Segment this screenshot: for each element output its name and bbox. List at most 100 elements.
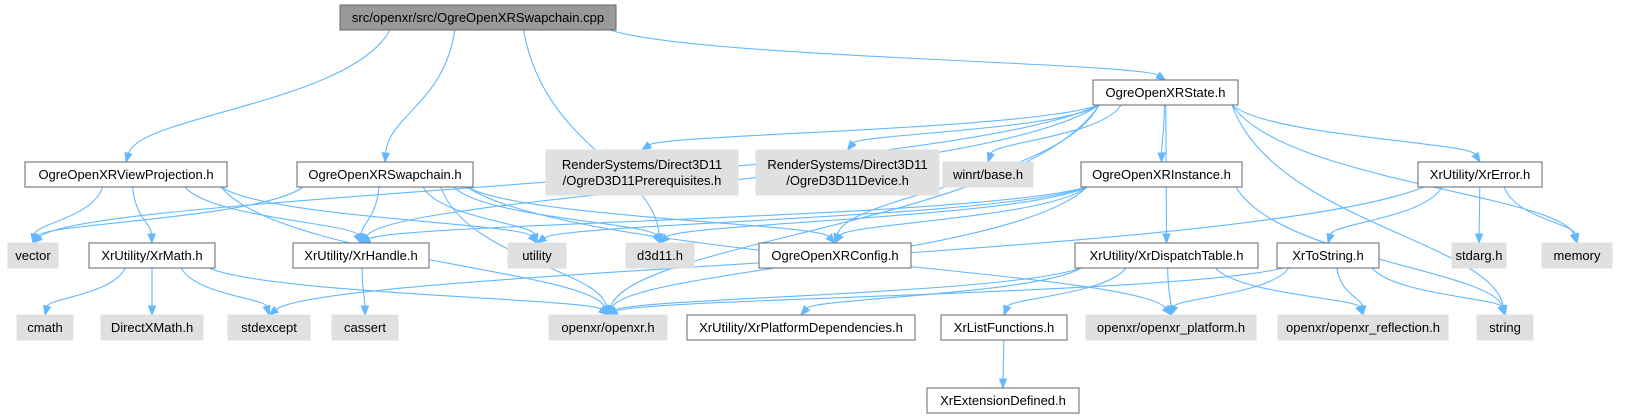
node-label: vector	[15, 248, 51, 263]
node-label: openxr/openxr_reflection.h	[1286, 320, 1440, 335]
edge-instance-to-config	[834, 186, 1088, 245]
node-instance[interactable]: OgreOpenXRInstance.h	[1080, 161, 1243, 188]
node-label: memory	[1554, 248, 1601, 263]
edge-root-to-swapchain	[381, 29, 456, 164]
edge-tostring-to-reflection	[1336, 267, 1367, 317]
node-openxr: openxr/openxr.h	[548, 314, 668, 341]
node-label: OgreOpenXRConfig.h	[771, 248, 898, 263]
node-label: DirectXMath.h	[111, 320, 193, 335]
edge-dispatch-to-platformdeps	[800, 267, 1082, 317]
edge-xrerror-to-tostring	[1326, 186, 1443, 245]
edge-instance-to-utility	[535, 186, 1088, 244]
node-cassert: cassert	[331, 314, 399, 341]
node-d3d11: d3d11.h	[625, 242, 695, 269]
node-viewproj[interactable]: OgreOpenXRViewProjection.h	[24, 161, 228, 188]
node-dispatch[interactable]: XrUtility/XrDispatchTable.h	[1074, 242, 1259, 269]
edge-root-to-state	[609, 29, 1167, 81]
node-label: cassert	[344, 320, 386, 335]
node-cmath: cmath	[16, 314, 74, 341]
node-label: d3d11.h	[637, 248, 683, 263]
edge-instance-to-d3d11	[658, 186, 1088, 244]
edge-swapchain-to-vector	[32, 186, 304, 245]
node-reflection: openxr/openxr_reflection.h	[1277, 314, 1449, 341]
node-d3d11device: RenderSystems/Direct3D11/OgreD3D11Device…	[755, 149, 940, 196]
node-platformdeps[interactable]: XrUtility/XrPlatformDependencies.h	[686, 314, 916, 341]
node-label: cmath	[27, 320, 62, 335]
node-label: XrUtility/XrDispatchTable.h	[1090, 248, 1244, 263]
node-label: XrListFunctions.h	[954, 320, 1054, 335]
edge-swapchain-to-xrhandle	[357, 186, 380, 245]
node-xrhandle[interactable]: XrUtility/XrHandle.h	[292, 242, 430, 269]
node-layer: src/openxr/src/OgreOpenXRSwapchain.cppOg…	[7, 4, 1613, 414]
edge-xrerror-to-stdarg	[1474, 186, 1484, 245]
node-label: OgreOpenXRInstance.h	[1092, 167, 1231, 182]
node-label: winrt/base.h	[952, 167, 1023, 182]
edge-state-to-d3d11device	[846, 104, 1100, 152]
node-utility: utility	[507, 242, 567, 269]
node-stdarg: stdarg.h	[1451, 242, 1507, 269]
edge-dispatch-to-listfunctions	[1003, 267, 1127, 317]
node-stdexcept: stdexcept	[227, 314, 311, 341]
node-label: XrUtility/XrMath.h	[101, 248, 202, 263]
edge-instance-to-xrhandle	[359, 186, 1088, 244]
node-config[interactable]: OgreOpenXRConfig.h	[758, 242, 912, 269]
node-label: OgreOpenXRViewProjection.h	[38, 167, 213, 182]
node-label: XrUtility/XrHandle.h	[304, 248, 417, 263]
node-state[interactable]: OgreOpenXRState.h	[1092, 79, 1239, 106]
node-memory: memory	[1541, 242, 1613, 269]
node-label: openxr/openxr.h	[561, 320, 654, 335]
node-listfunctions[interactable]: XrListFunctions.h	[940, 314, 1068, 341]
edge-xrhandle-to-cassert	[360, 267, 370, 317]
node-label: XrExtensionDefined.h	[940, 393, 1066, 408]
node-tostring[interactable]: XrToString.h	[1276, 242, 1380, 269]
edge-state-to-winrt	[986, 104, 1122, 164]
node-platform: openxr/openxr_platform.h	[1085, 314, 1257, 341]
node-root: src/openxr/src/OgreOpenXRSwapchain.cpp	[339, 4, 617, 31]
node-label: stdarg.h	[1456, 248, 1503, 263]
node-d3d11prereq: RenderSystems/Direct3D11/OgreD3D11Prereq…	[545, 149, 739, 196]
node-label: RenderSystems/Direct3D11	[767, 157, 927, 172]
node-label: src/openxr/src/OgreOpenXRSwapchain.cpp	[352, 10, 604, 25]
edge-viewproj-to-xrhandle	[184, 186, 362, 245]
edge-root-to-viewproj	[124, 29, 391, 164]
node-label: OgreOpenXRState.h	[1106, 85, 1226, 100]
node-directxmath: DirectXMath.h	[100, 314, 204, 341]
node-label: XrToString.h	[1292, 248, 1364, 263]
node-extdefined[interactable]: XrExtensionDefined.h	[926, 387, 1080, 414]
node-xrmath[interactable]: XrUtility/XrMath.h	[88, 242, 216, 269]
edge-state-to-instance	[1157, 104, 1166, 164]
node-string: string	[1476, 314, 1534, 341]
edge-tostring-to-openxr	[606, 267, 1284, 316]
node-label: RenderSystems/Direct3D11	[562, 157, 722, 172]
node-label: stdexcept	[241, 320, 297, 335]
edge-state-to-xrerror	[1231, 104, 1481, 164]
edge-root-to-d3d11	[522, 29, 664, 245]
edge-listfunctions-to-extdefined	[998, 339, 1008, 390]
node-xrerror[interactable]: XrUtility/XrError.h	[1417, 161, 1543, 188]
edge-tostring-to-string	[1371, 267, 1506, 317]
edge-swapchain-to-d3d11	[453, 186, 661, 245]
edge-tostring-to-platform	[1170, 267, 1290, 317]
node-label: /OgreD3D11Prerequisites.h	[563, 173, 722, 188]
edge-xrmath-to-openxr	[208, 267, 610, 316]
node-label: openxr/openxr_platform.h	[1097, 320, 1245, 335]
edge-swapchain-to-config	[466, 186, 836, 245]
node-label: XrUtility/XrError.h	[1430, 167, 1530, 182]
node-vector: vector	[7, 242, 59, 269]
node-winrt: winrt/base.h	[942, 161, 1034, 188]
edge-xrmath-to-stdexcept	[180, 267, 271, 317]
node-label: OgreOpenXRSwapchain.h	[308, 167, 461, 182]
edge-swapchain-to-utility	[422, 186, 539, 245]
edge-xrmath-to-cmath	[43, 267, 126, 317]
node-label: string	[1489, 320, 1521, 335]
node-label: XrUtility/XrPlatformDependencies.h	[699, 320, 903, 335]
edge-xrmath-to-directxmath	[147, 267, 157, 317]
node-label: utility	[522, 248, 552, 263]
node-swapchain[interactable]: OgreOpenXRSwapchain.h	[296, 161, 474, 188]
edge-viewproj-to-xrmath	[131, 186, 156, 245]
node-label: /OgreD3D11Device.h	[786, 173, 909, 188]
edge-viewproj-to-vector	[30, 186, 104, 245]
edge-state-to-d3d11prereq	[640, 104, 1100, 151]
edge-xrerror-to-memory	[1503, 186, 1580, 245]
